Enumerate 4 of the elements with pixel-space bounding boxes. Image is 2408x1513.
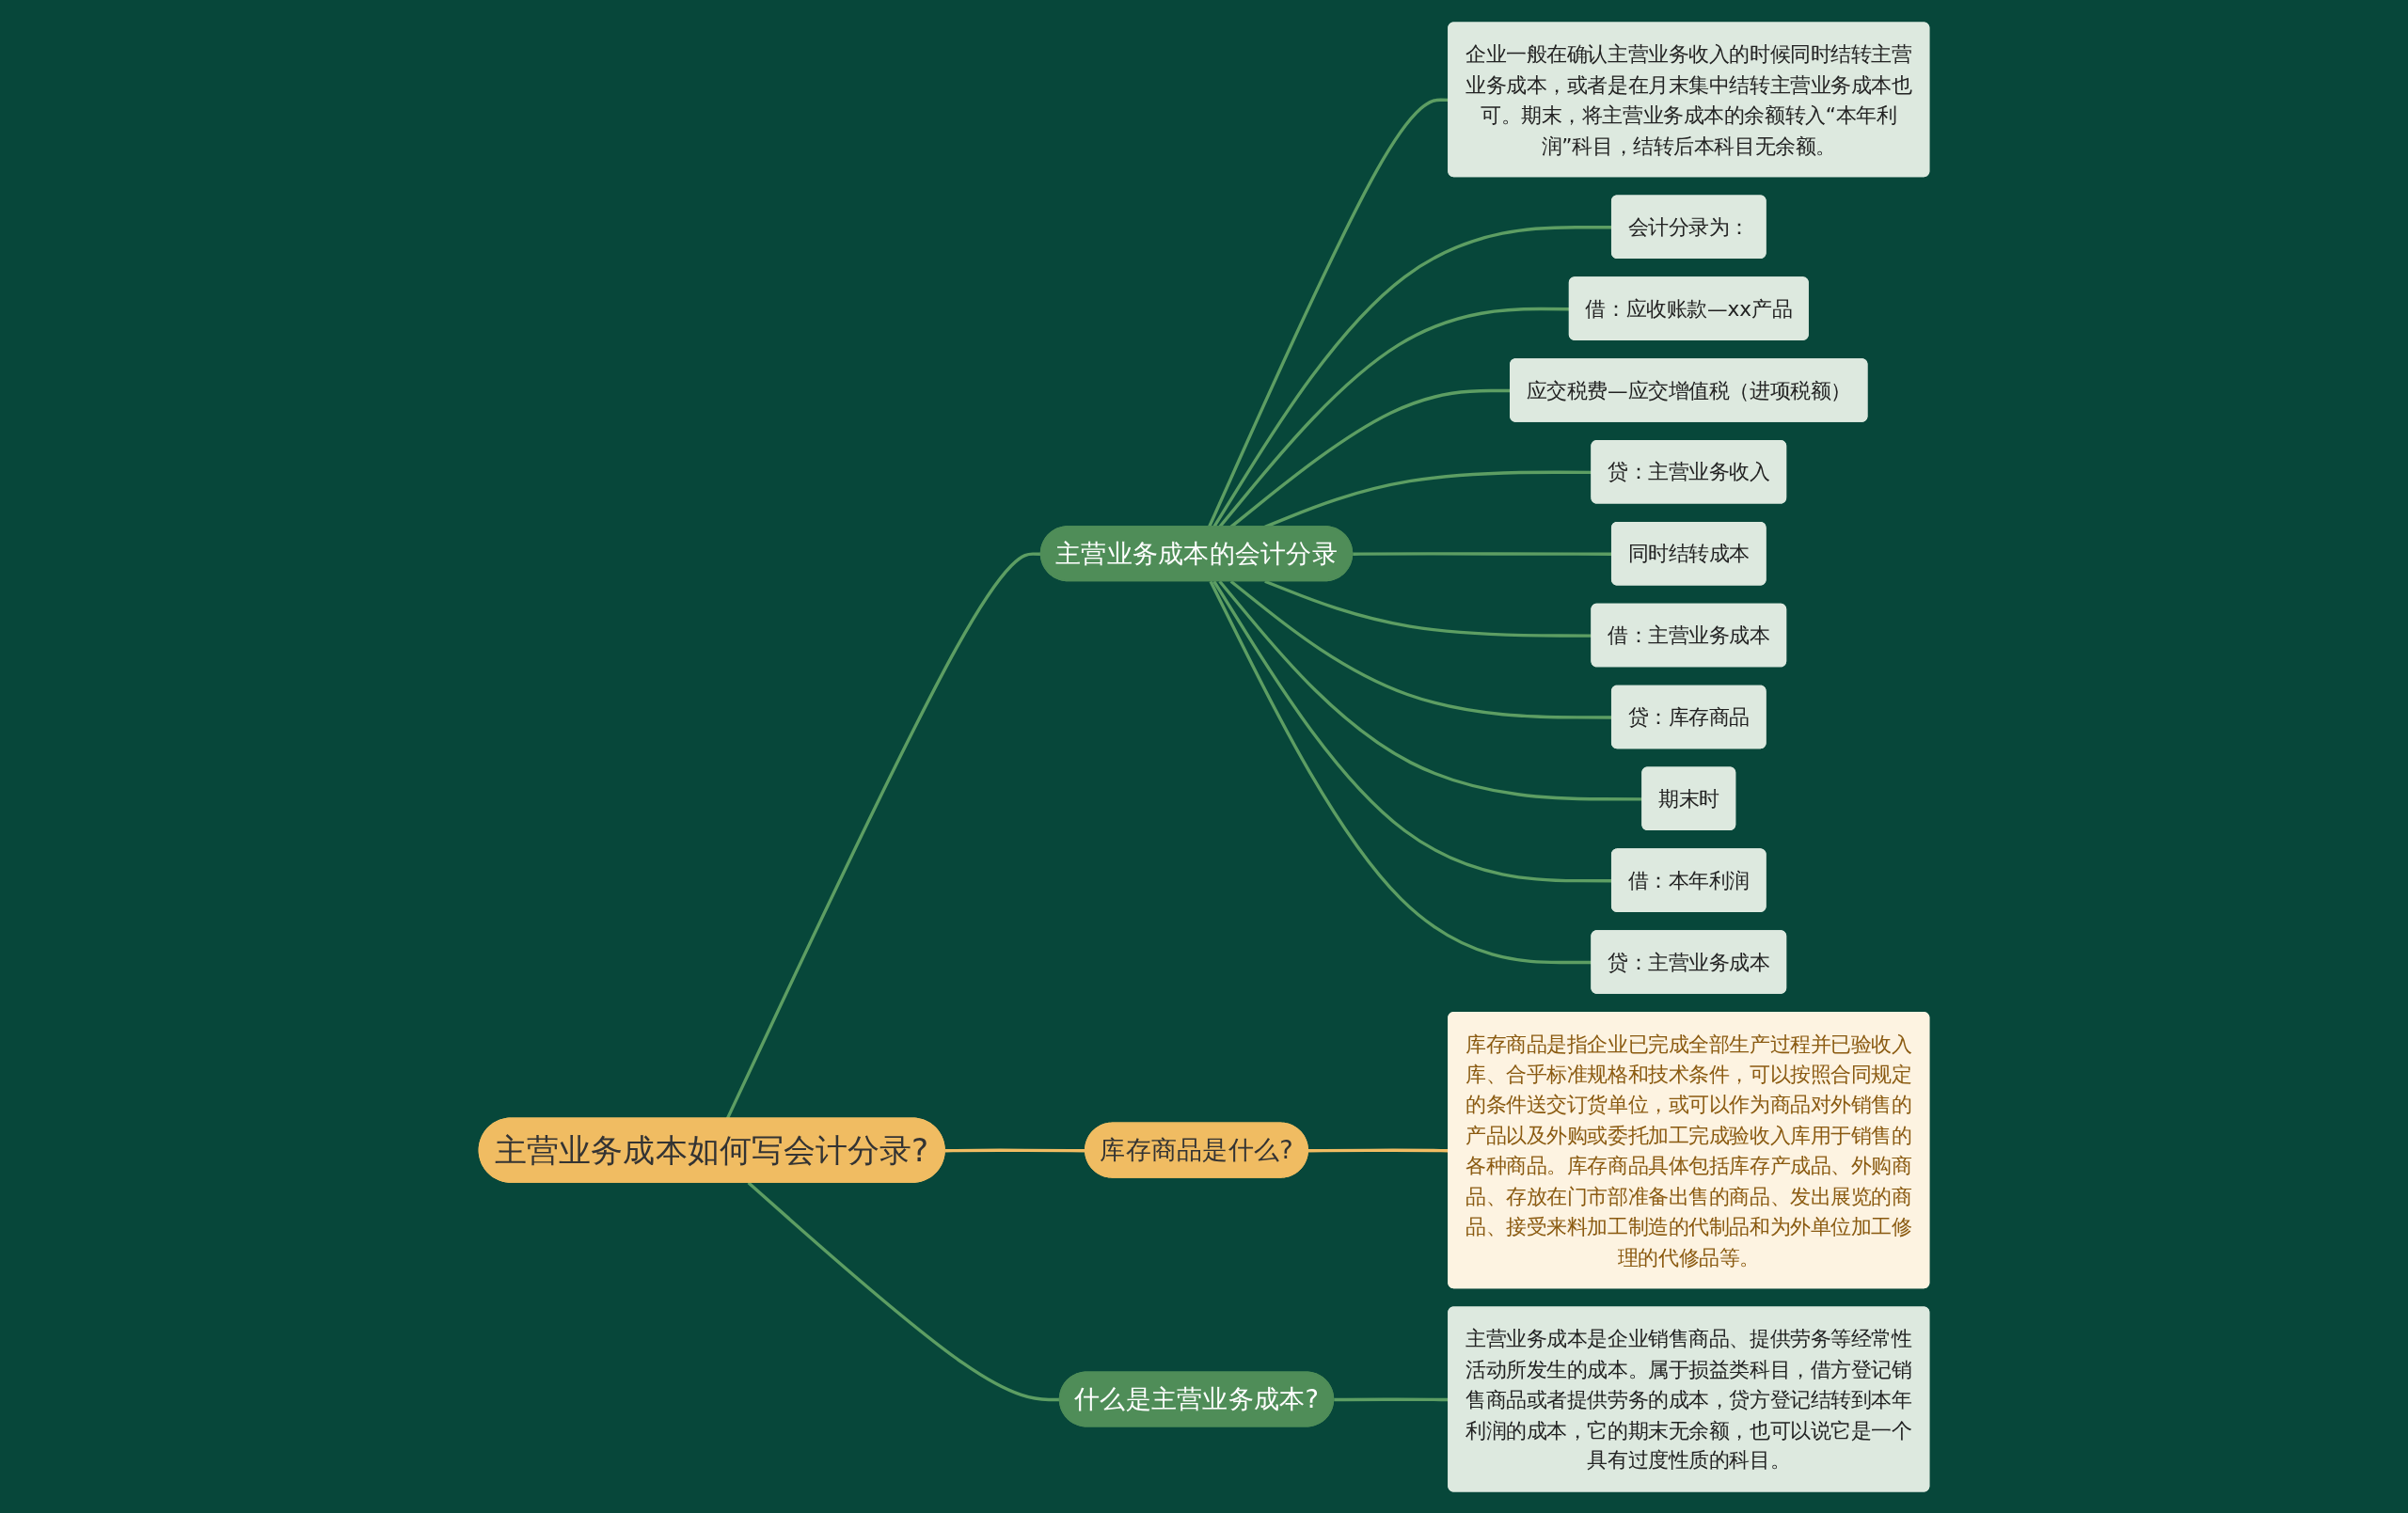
connector — [944, 1148, 1086, 1152]
connector — [747, 1181, 1060, 1401]
connector — [725, 551, 1041, 1119]
connector — [1218, 307, 1570, 528]
